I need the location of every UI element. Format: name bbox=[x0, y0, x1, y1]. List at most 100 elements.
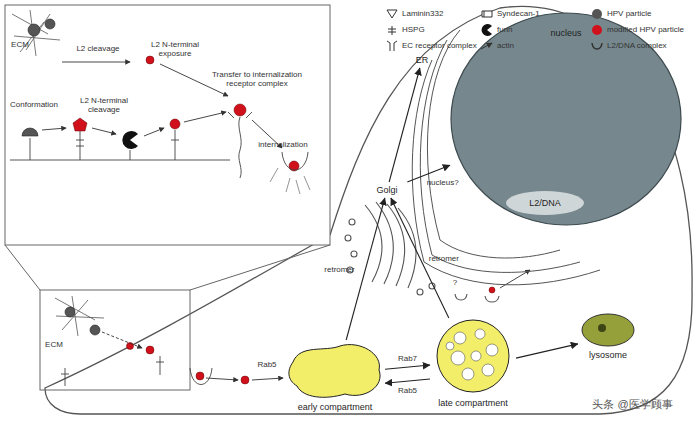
legend-text: L2/DNA complex bbox=[607, 41, 667, 51]
step-label: Rab5 bbox=[254, 360, 280, 369]
golgi-apparatus bbox=[351, 251, 357, 257]
golgi-apparatus bbox=[417, 289, 423, 295]
membrane-receptors bbox=[30, 130, 179, 160]
legend-text: actin bbox=[497, 41, 514, 51]
membrane-receptors bbox=[10, 112, 310, 386]
intraluminal-vesicle bbox=[482, 364, 494, 376]
membrane-receptors bbox=[270, 168, 310, 194]
intraluminal-vesicle bbox=[454, 332, 466, 344]
golgi-apparatus bbox=[398, 208, 416, 288]
legend-symbol bbox=[482, 24, 492, 36]
legend-sample bbox=[480, 24, 494, 36]
endoplasmic-reticulum bbox=[420, 40, 447, 255]
inset-arrows bbox=[160, 64, 228, 96]
legend-sample bbox=[590, 8, 604, 20]
organelle-label: Golgi bbox=[362, 185, 412, 195]
intraluminal-vesicle bbox=[471, 351, 481, 361]
step-label: ECM bbox=[8, 40, 32, 49]
legend-entry: Syndecan-1 bbox=[480, 8, 588, 20]
legend-text: furin bbox=[497, 25, 513, 35]
golgi-apparatus bbox=[387, 204, 405, 286]
watermark: 头条 @医学顾事 bbox=[570, 398, 695, 411]
inset-arrows bbox=[42, 128, 66, 130]
inset-frame bbox=[40, 290, 190, 390]
membrane-receptors bbox=[10, 160, 230, 161]
legend-entry: HSPG bbox=[385, 24, 493, 36]
arrow-label: retromer bbox=[429, 254, 459, 263]
legend-sample bbox=[385, 24, 399, 36]
modified-hpv-particle bbox=[170, 119, 180, 129]
modified-hpv-particle bbox=[241, 376, 249, 384]
step-label: ? bbox=[450, 278, 460, 287]
membrane-receptors bbox=[61, 356, 164, 386]
legend-symbol bbox=[387, 10, 397, 18]
legend-text: EC receptor complex bbox=[402, 41, 477, 51]
inset-ecm-fibers bbox=[12, 10, 104, 336]
inset-arrows bbox=[62, 62, 130, 63]
pathway-arrow bbox=[385, 365, 430, 369]
legend-entry: EC receptor complex bbox=[385, 40, 493, 52]
organelle-node: L2/DNA bbox=[505, 190, 585, 216]
modified-hpv-particle bbox=[73, 56, 495, 384]
legend-symbol bbox=[592, 25, 602, 35]
modified-hpv-particle bbox=[73, 118, 87, 131]
arrow-label: nucleus? bbox=[427, 177, 459, 186]
legend-entry: furin bbox=[480, 24, 588, 36]
golgi-apparatus bbox=[345, 202, 499, 302]
hpv-particle bbox=[90, 325, 100, 335]
furin-symbol bbox=[122, 131, 138, 149]
legend-text: modified HPV particle bbox=[607, 25, 684, 35]
inset-ecm-fibers bbox=[12, 10, 60, 56]
golgi-apparatus bbox=[455, 294, 499, 302]
step-label: Conformation bbox=[4, 100, 64, 109]
nucleus-outline bbox=[451, 13, 681, 225]
modified-hpv-particle bbox=[146, 56, 154, 64]
modified-hpv-particle bbox=[234, 104, 246, 116]
golgi-apparatus bbox=[429, 283, 435, 289]
organelle-node: early compartment bbox=[285, 340, 385, 422]
legend-entry: modified HPV particle bbox=[590, 24, 698, 36]
arrow-label: Rab5 bbox=[398, 386, 417, 395]
legend-symbol bbox=[481, 43, 492, 49]
step-label: L2 N-terminal exposure bbox=[138, 40, 212, 58]
hpv-particle bbox=[65, 307, 75, 317]
intraluminal-vesicle bbox=[486, 344, 498, 356]
intraluminal-vesicle bbox=[462, 368, 474, 380]
golgi-apparatus bbox=[345, 235, 351, 241]
legend-text: HPV particle bbox=[607, 9, 651, 19]
organelle-label: early compartment bbox=[285, 402, 385, 412]
inset-frame bbox=[5, 245, 40, 290]
intraluminal-vesicle bbox=[446, 342, 454, 350]
hpv-particle bbox=[28, 24, 40, 36]
organelle-label: L2/DNA bbox=[505, 198, 585, 208]
membrane-receptors bbox=[190, 368, 212, 385]
hpv-particle bbox=[22, 19, 100, 335]
legend-entry: actin bbox=[480, 40, 588, 52]
organelle-node: Golgi bbox=[362, 182, 412, 198]
legend-sample bbox=[480, 8, 494, 20]
golgi-apparatus bbox=[376, 202, 393, 284]
legend-text: Syndecan-1 bbox=[497, 9, 540, 19]
golgi-apparatus bbox=[365, 205, 382, 282]
pathway-arrow bbox=[516, 344, 578, 358]
intraluminal-vesicle bbox=[475, 329, 485, 339]
organelle-node: lysosome bbox=[578, 312, 638, 362]
step-label: Transfer to internalization receptor com… bbox=[212, 70, 302, 88]
organelle-node: ER bbox=[402, 52, 442, 68]
legend-entry: L2/DNA complex bbox=[590, 40, 698, 52]
step-label: L2 N-terminal cleavage bbox=[72, 96, 136, 114]
inset-arrows bbox=[144, 128, 164, 136]
endoplasmic-reticulum bbox=[412, 60, 432, 262]
legend-symbol bbox=[482, 11, 492, 17]
golgi-apparatus bbox=[349, 219, 355, 225]
furin-symbol bbox=[122, 131, 138, 149]
membrane-receptors bbox=[228, 112, 252, 178]
inset-arrows bbox=[252, 378, 283, 380]
legend-text: HSPG bbox=[402, 25, 425, 35]
compartment-outline bbox=[437, 320, 509, 392]
legend-symbol bbox=[388, 26, 396, 35]
legend-sample bbox=[385, 8, 399, 20]
organelle-node: late compartment bbox=[430, 318, 516, 418]
